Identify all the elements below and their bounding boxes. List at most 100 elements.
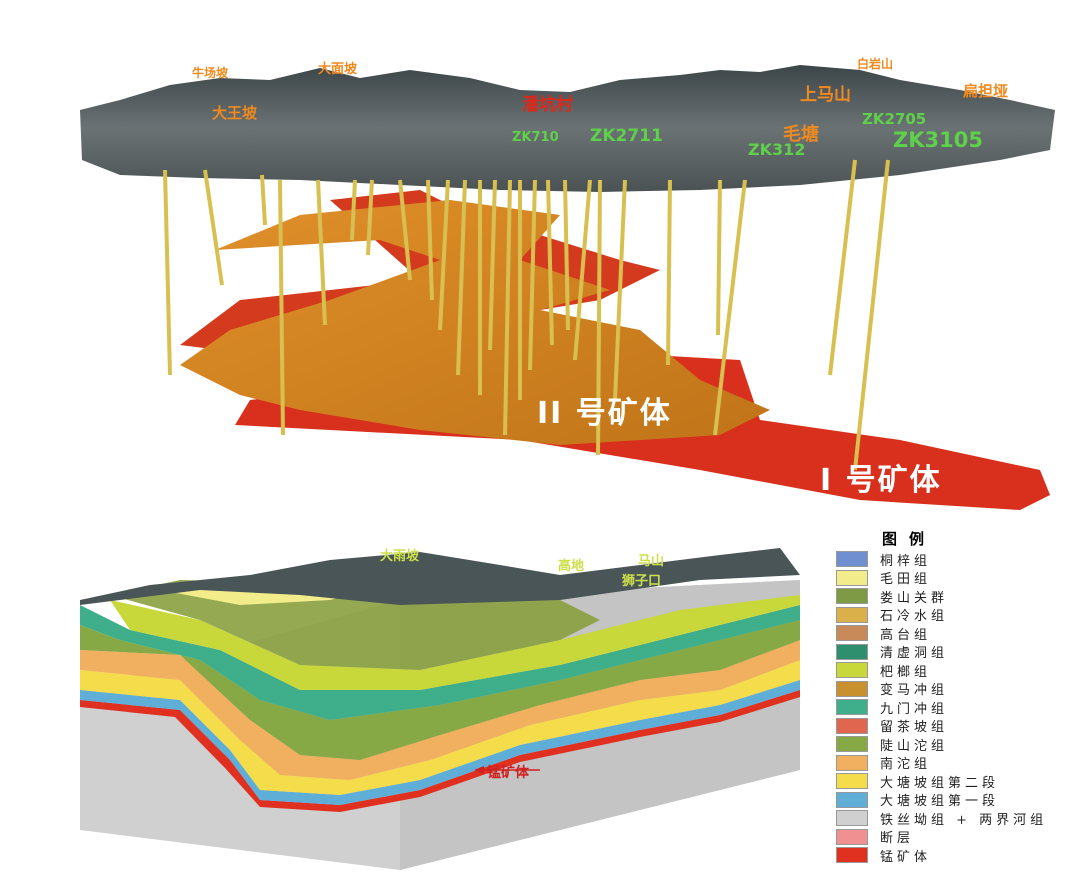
legend-item: 高台组 <box>836 624 1066 643</box>
legend-item: 清虚洞组 <box>836 643 1066 662</box>
layer-datangpo-2 <box>80 660 800 795</box>
drill-hole <box>546 179 554 346</box>
legend-item: 石冷水组 <box>836 606 1066 625</box>
legend-swatch <box>836 736 868 753</box>
legend-swatch <box>836 773 868 790</box>
drill-hole <box>488 179 497 351</box>
drill-hole <box>278 179 285 436</box>
section-place-label: 狮子口 <box>622 574 662 589</box>
ore-body-2-label: II 号矿体 <box>537 396 672 431</box>
drill-holes <box>163 159 890 471</box>
legend-label: 高台组 <box>880 627 932 643</box>
section-terrain <box>80 548 800 605</box>
legend-item: 变马冲组 <box>836 680 1066 699</box>
legend-swatch <box>836 662 868 679</box>
legend-swatch <box>836 569 868 586</box>
layer-bianmachong <box>110 595 800 690</box>
section-place-label: 大雨坡 <box>380 549 420 564</box>
drill-hole <box>596 179 602 456</box>
legend-label: 变马冲组 <box>880 683 949 699</box>
legend-label: 石冷水组 <box>880 609 949 625</box>
legend-item: 留茶坡组 <box>836 717 1066 736</box>
drill-hole <box>426 179 434 301</box>
legend-item: 大塘坡组第一段 <box>836 791 1066 809</box>
legend-swatch <box>836 588 868 605</box>
legend-label: 锰矿体 <box>880 849 932 865</box>
place-label: 上马山 <box>800 85 851 105</box>
terrain-surface <box>80 65 1055 192</box>
drill-hole <box>573 179 592 361</box>
legend-label: 断层 <box>880 831 915 847</box>
legend-item: 南沱组 <box>836 754 1066 773</box>
drill-hole <box>828 159 857 376</box>
drill-hole <box>716 179 722 336</box>
legend-swatch <box>836 791 868 808</box>
section-place-label: 马山 <box>638 554 665 569</box>
layer-jiumenchong <box>80 605 800 720</box>
layer-datangpo-1 <box>80 680 800 805</box>
place-label: 牛场坡 <box>192 66 229 80</box>
legend-item: 桐梓组 <box>836 550 1066 569</box>
layer-nantuo <box>80 640 800 780</box>
drill-hole <box>366 179 374 256</box>
legend-swatch <box>836 847 868 864</box>
drill-label: ZK710 <box>512 130 559 145</box>
manganese-ore-annotation: 锰矿体 <box>487 765 529 781</box>
legend-label: 陡山沱组 <box>880 738 949 754</box>
legend-label: 大塘坡组第二段 <box>880 775 1000 791</box>
legend-label: 南沱组 <box>880 757 932 773</box>
ore-body-1-label: I 号矿体 <box>820 463 942 498</box>
drill-label: ZK3105 <box>893 128 983 152</box>
legend-label: 毛田组 <box>880 572 932 588</box>
legend-swatch <box>836 680 868 697</box>
drill-hole <box>503 179 512 436</box>
drill-hole <box>528 179 537 371</box>
legend-label: 娄山关群 <box>880 590 949 606</box>
drill-hole <box>163 169 172 376</box>
legend-item: 陡山沱组 <box>836 735 1066 754</box>
legend-swatch <box>836 606 868 623</box>
arrow-head <box>474 766 484 774</box>
drill-hole <box>853 159 890 471</box>
legend-swatch <box>836 699 868 716</box>
legend-label: 铁丝坳组 + 两界河组 <box>880 812 1048 828</box>
layer-manganese <box>80 690 800 812</box>
legend-label: 桐梓组 <box>880 553 932 569</box>
legend-swatch <box>836 717 868 734</box>
drill-hole <box>350 179 357 241</box>
drill-label: ZK2705 <box>862 110 927 128</box>
legend-item: 九门冲组 <box>836 698 1066 717</box>
drill-hole <box>203 169 224 286</box>
drill-hole <box>456 179 467 376</box>
drill-label: ZK312 <box>748 140 806 159</box>
drill-hole <box>666 179 672 366</box>
legend-item: 铁丝坳组 + 两界河组 <box>836 809 1066 828</box>
legend-item: 娄山关群 <box>836 587 1066 606</box>
legend-label: 九门冲组 <box>880 701 949 717</box>
drill-hole <box>563 179 570 331</box>
legend-swatch <box>836 810 868 827</box>
legend-label: 清虚洞组 <box>880 646 949 662</box>
legend-item: 毛田组 <box>836 569 1066 588</box>
drill-hole <box>438 179 450 331</box>
ore-body-2 <box>180 200 770 445</box>
legend: 图例 桐梓组毛田组娄山关群石冷水组高台组清虚洞组杷榔组变马冲组九门冲组留茶坡组陡… <box>836 528 1066 865</box>
drill-label: ZK2711 <box>590 126 663 146</box>
legend-swatch <box>836 754 868 771</box>
place-label: 扁担垭 <box>963 82 1009 100</box>
legend-item: 大塘坡组第二段 <box>836 772 1066 791</box>
legend-title: 图例 <box>882 530 937 548</box>
section-place-label: 高地 <box>558 559 585 574</box>
place-label: 潘坑村 <box>522 95 573 115</box>
place-label: 大王坡 <box>212 104 258 122</box>
drill-hole <box>260 174 267 226</box>
legend-label: 留茶坡组 <box>880 720 949 736</box>
drill-hole <box>713 179 747 436</box>
drill-hole <box>613 179 627 401</box>
place-label: 毛塘 <box>783 124 819 145</box>
legend-swatch <box>836 643 868 660</box>
legend-swatch <box>836 828 868 845</box>
legend-swatch <box>836 625 868 642</box>
legend-swatch <box>836 551 868 568</box>
